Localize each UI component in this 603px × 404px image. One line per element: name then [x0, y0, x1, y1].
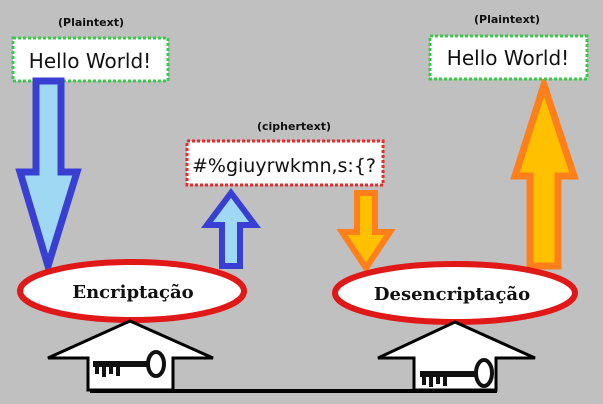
plaintext-right-text: Hello World! — [447, 46, 569, 70]
ciphertext-caption: (ciphertext) — [257, 120, 331, 133]
plaintext-right-caption: (Plaintext) — [474, 13, 540, 26]
encrypt-ellipse — [17, 259, 247, 323]
key-house-right — [377, 320, 536, 392]
ciphertext-text: #%giuyrwkmn,s:{? — [192, 155, 376, 177]
decrypt-label: Desencriptação — [374, 284, 530, 305]
plaintext-right-box — [428, 34, 589, 81]
encrypt-label: Encriptação — [72, 282, 193, 303]
orange-arrow-up — [510, 73, 579, 270]
plaintext-left-text: Hello World! — [29, 49, 151, 73]
key-icon — [93, 350, 166, 378]
blue-arrow-up — [201, 188, 261, 269]
ciphertext-box — [185, 139, 385, 187]
plaintext-left-box — [11, 36, 170, 83]
key-icon — [420, 358, 494, 388]
plaintext-left-caption: (Plaintext) — [58, 16, 124, 29]
orange-arrow-down — [336, 190, 396, 274]
key-house-left — [47, 319, 214, 392]
blue-arrow-down — [15, 77, 82, 279]
